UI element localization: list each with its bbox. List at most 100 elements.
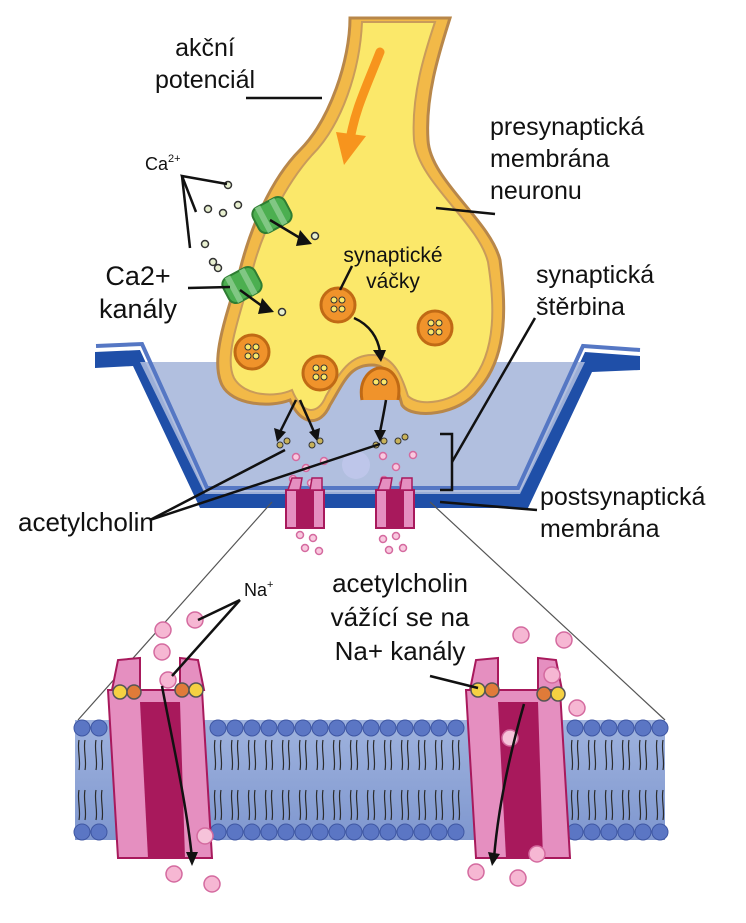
lipid-head: [226, 823, 244, 841]
lipid-tail: [94, 739, 98, 771]
lipid-head: [651, 719, 669, 737]
lipid-head: [430, 823, 448, 841]
lipid-tail: [349, 739, 353, 771]
label-ca-channels-1: Ca2+: [105, 261, 170, 291]
lipid-head: [311, 823, 329, 841]
lipid-tail: [406, 789, 410, 821]
lipid-tail: [661, 789, 665, 821]
lipid-tail: [576, 789, 580, 821]
lipid-head: [294, 823, 312, 841]
lipid-tail: [587, 739, 591, 771]
lipid-tail: [247, 739, 251, 771]
lipid-head: [243, 719, 261, 737]
lipid-tail: [570, 789, 574, 821]
receptor-small-left: [285, 477, 325, 529]
lipid-tail: [434, 789, 438, 821]
lipid-tail: [661, 739, 665, 771]
lipid-head: [73, 823, 91, 841]
lipid-head: [294, 719, 312, 737]
lipid-tail: [372, 789, 376, 821]
label-postsynaptic-2: membrána: [540, 515, 660, 543]
lipid-tail: [304, 739, 308, 771]
lipid-tail: [264, 739, 268, 771]
lipid-head: [617, 719, 635, 737]
lipid-tail: [253, 789, 257, 821]
lipid-tail: [610, 739, 614, 771]
lipid-head: [617, 823, 635, 841]
receptor-small-right: [375, 477, 415, 529]
lipid-tail: [213, 789, 217, 821]
na-ions: [153, 611, 586, 893]
lipid-head: [328, 719, 346, 737]
lipid-tail: [332, 739, 336, 771]
lipid-head: [277, 719, 295, 737]
label-presynaptic-3: neuronu: [490, 177, 582, 205]
lipid-tail: [281, 739, 285, 771]
label-ach-binding-3: Na+ kanály: [335, 636, 466, 666]
lipid-tail: [100, 739, 104, 771]
na-flow-arrow-left: [160, 685, 194, 859]
lipid-tail: [270, 789, 274, 821]
lipid-tail: [372, 739, 376, 771]
lipid-tail: [593, 739, 597, 771]
vesicle: [233, 333, 271, 371]
lipid-tail: [576, 739, 580, 771]
label-vesicles-1: synaptické: [343, 244, 442, 267]
lipid-tail: [400, 739, 404, 771]
lipid-head: [209, 719, 227, 737]
lipid-head: [413, 719, 431, 737]
label-action-potential-1: akční: [175, 34, 235, 62]
lipid-head: [362, 719, 380, 737]
bound-acetylcholine: [112, 682, 566, 702]
label-ca-channels-2: kanály: [99, 294, 178, 324]
lipid-tail: [621, 789, 625, 821]
lipid-tail: [83, 789, 87, 821]
lipid-head: [90, 719, 108, 737]
lipid-head: [600, 719, 618, 737]
lipid-head: [634, 823, 652, 841]
lipid-tail: [366, 739, 370, 771]
lipid-tail: [264, 789, 268, 821]
lipid-tail: [230, 789, 234, 821]
lipid-tail: [321, 739, 325, 771]
label-postsynaptic-1: postsynaptická: [540, 483, 705, 511]
lipid-tail: [423, 739, 427, 771]
vesicle: [319, 286, 357, 324]
lipid-head: [583, 823, 601, 841]
lipid-head: [73, 719, 91, 737]
lipid-head: [566, 719, 584, 737]
lipid-tail: [230, 739, 234, 771]
lipid-tail: [593, 789, 597, 821]
ca-channel-lower: [221, 266, 263, 304]
lipid-tail: [219, 789, 223, 821]
lipid-head: [243, 823, 261, 841]
zoom-guides: [77, 501, 666, 721]
vesicle: [416, 309, 454, 347]
lipid-tail: [338, 739, 342, 771]
lipid-head: [396, 823, 414, 841]
lipid-head: [90, 823, 108, 841]
lipid-head: [583, 719, 601, 737]
lipid-tail: [219, 739, 223, 771]
lipid-tail: [355, 739, 359, 771]
lipid-head: [396, 719, 414, 737]
lipid-tail: [247, 789, 251, 821]
lipid-tail: [451, 789, 455, 821]
lipid-tail: [383, 739, 387, 771]
lipid-head: [345, 823, 363, 841]
lipid-tail: [321, 789, 325, 821]
lipid-tail: [332, 789, 336, 821]
cleft-pointer: [450, 317, 537, 463]
lipid-tail: [604, 739, 608, 771]
lipid-head: [430, 719, 448, 737]
lipid-tail: [627, 739, 631, 771]
lipid-head: [362, 823, 380, 841]
lipid-tail: [604, 789, 608, 821]
lipid-tail: [338, 789, 342, 821]
label-ach-binding-1: acetylcholin: [332, 568, 468, 598]
lipid-head: [413, 823, 431, 841]
lipid-tail: [423, 789, 427, 821]
ca-flow-arrow: [269, 218, 301, 240]
lipid-tail: [100, 789, 104, 821]
label-pointers: [149, 96, 538, 522]
